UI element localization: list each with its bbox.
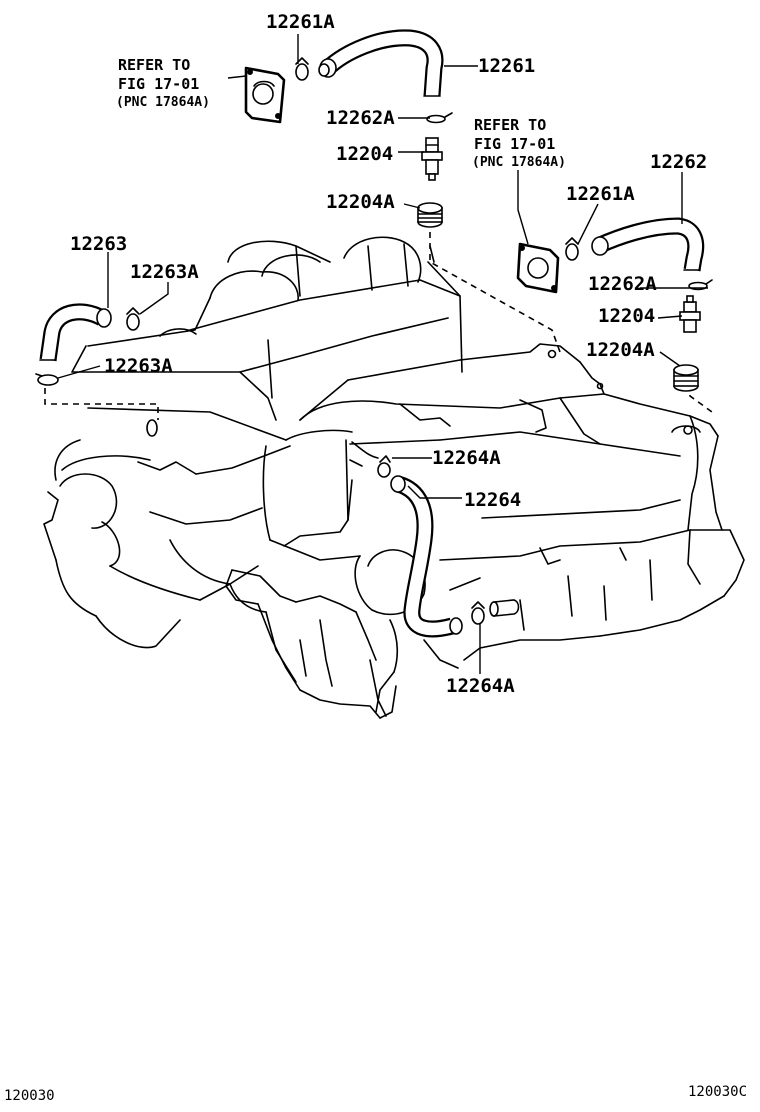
label-12264A-upper: 12264A xyxy=(432,447,501,469)
clamp-12264A-lower xyxy=(471,599,520,625)
label-12262A-right: 12262A xyxy=(588,273,657,295)
hose-12262 xyxy=(591,217,705,272)
reference-note-left: REFER TO FIG 17-01 (PNC 17864A) xyxy=(116,56,210,110)
ref-line1: REFER TO xyxy=(474,116,546,134)
label-12204A-right: 12204A xyxy=(586,339,655,361)
label-12263A-upper: 12263A xyxy=(130,261,199,283)
footer-right-code: 120030C xyxy=(688,1084,747,1100)
pcv-valve-12204-top xyxy=(421,137,443,181)
oring-12262A-top xyxy=(426,112,453,124)
ref-line1: REFER TO xyxy=(118,56,190,74)
gasket-17864A-right xyxy=(516,242,560,294)
gasket-17864A-top xyxy=(244,66,286,124)
label-12262A-top: 12262A xyxy=(326,107,395,129)
leader-lines xyxy=(57,34,708,674)
clamp-12261A-right xyxy=(565,237,579,261)
label-12263: 12263 xyxy=(70,233,127,255)
label-12204-right: 12204 xyxy=(598,305,655,327)
label-12264: 12264 xyxy=(464,489,521,511)
hose-12263 xyxy=(39,303,112,362)
label-12262: 12262 xyxy=(650,151,707,173)
clamp-12264A-upper xyxy=(349,441,391,478)
label-12263A-lower: 12263A xyxy=(104,355,173,377)
clamp-12263A-upper xyxy=(126,307,140,331)
engine-block xyxy=(43,236,745,719)
pcv-valve-12204-right xyxy=(679,295,701,333)
label-12261A-top: 12261A xyxy=(266,11,335,33)
ref-line2: FIG 17-01 xyxy=(118,75,199,93)
intake-port-left xyxy=(146,328,197,437)
ref-line2: FIG 17-01 xyxy=(474,135,555,153)
label-12204-top: 12204 xyxy=(336,143,393,165)
grommet-12204A-right xyxy=(673,364,699,392)
ref-line3: (PNC 17864A) xyxy=(472,155,566,170)
reference-note-right: REFER TO FIG 17-01 (PNC 17864A) xyxy=(472,116,566,170)
footer-left-code: 120030 xyxy=(4,1088,55,1104)
grommet-12204A-top xyxy=(417,202,443,228)
hose-12264 xyxy=(390,475,463,638)
clamp-12263A-lower xyxy=(35,373,59,386)
label-12264A-lower: 12264A xyxy=(446,675,515,697)
label-12261A-right: 12261A xyxy=(566,183,635,205)
label-12261: 12261 xyxy=(478,55,535,77)
ref-line3: (PNC 17864A) xyxy=(116,95,210,110)
hose-12261 xyxy=(318,29,444,97)
label-12204A-top: 12204A xyxy=(326,191,395,213)
